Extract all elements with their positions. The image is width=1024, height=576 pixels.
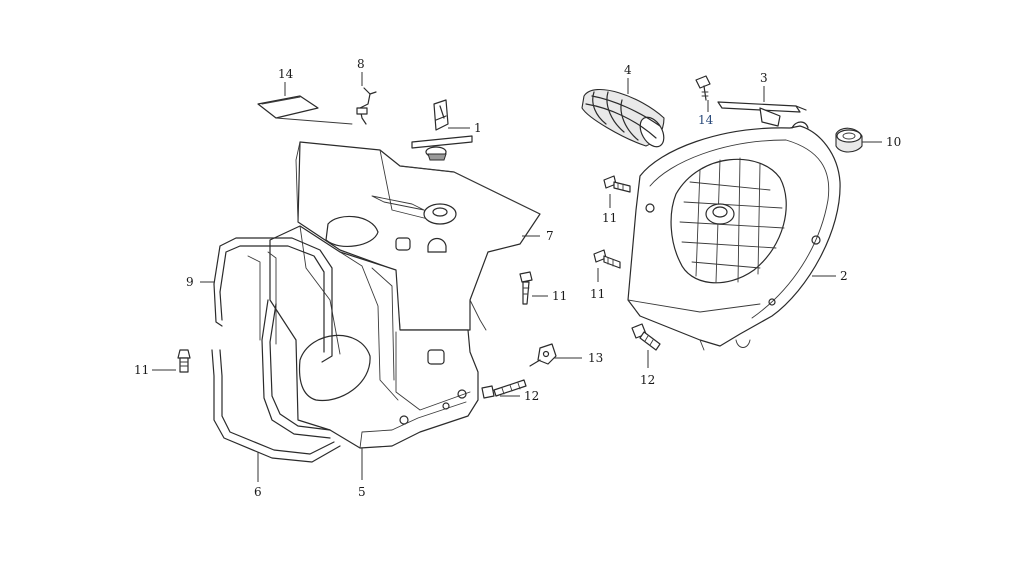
leader-lines <box>152 72 882 482</box>
callout-12-right: 12 <box>640 373 655 387</box>
part-14-screw <box>695 75 711 101</box>
callout-labels: 14 8 1 7 9 11 11 13 12 6 5 4 3 14 10 11 … <box>134 57 901 499</box>
callout-9: 9 <box>186 275 194 289</box>
part-12-bolt-right <box>631 323 661 351</box>
callout-10: 10 <box>886 135 901 149</box>
part-11-bolt-left <box>177 349 191 373</box>
part-6-bracket <box>211 299 341 463</box>
part-5-housing <box>269 225 479 449</box>
part-12-bolt-left <box>481 379 527 399</box>
part-11-bolt-mid <box>519 271 533 305</box>
callout-11-left: 11 <box>134 363 149 377</box>
part-13-clip <box>529 343 557 367</box>
part-9-bracket <box>213 237 333 363</box>
callout-11-mid: 11 <box>552 289 567 303</box>
callout-7: 7 <box>546 229 554 243</box>
callout-5: 5 <box>358 485 366 499</box>
part-10-cap <box>835 127 863 153</box>
callout-14-left: 14 <box>278 67 294 81</box>
part-2-fan-cover <box>627 121 841 351</box>
callout-14-right: 14 <box>698 113 714 127</box>
callout-13: 13 <box>588 351 603 365</box>
callout-1: 1 <box>474 121 482 135</box>
part-7-shroud <box>295 141 541 331</box>
part-11-bolt-right-lower <box>593 249 621 269</box>
part-4-filter <box>581 88 665 148</box>
callout-3: 3 <box>760 71 768 85</box>
callout-11-right-upper: 11 <box>602 211 617 225</box>
part-3-lever <box>717 101 807 127</box>
part-8-clip <box>356 87 377 125</box>
callout-6: 6 <box>254 485 262 499</box>
callout-11-right-lower: 11 <box>590 287 605 301</box>
part-1-grommet <box>411 99 473 161</box>
part-11-bolt-right-upper <box>603 175 631 193</box>
part-14-pad <box>257 95 353 125</box>
callout-4: 4 <box>624 63 632 77</box>
callout-12-left: 12 <box>524 389 539 403</box>
callout-8: 8 <box>357 57 365 71</box>
callout-2: 2 <box>840 269 848 283</box>
